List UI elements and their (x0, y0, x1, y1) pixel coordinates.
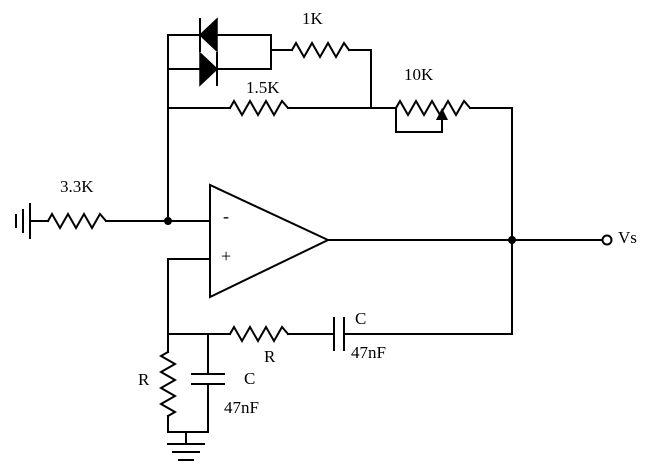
label-r-top: 1K (302, 9, 324, 28)
label-series-r: R (264, 347, 276, 366)
resistor-3-3k (46, 211, 108, 231)
label-output: Vs (618, 228, 637, 247)
left-ground-symbol (15, 203, 49, 239)
resistor-series-r (228, 324, 290, 344)
label-shunt-c: C (244, 369, 255, 388)
label-pot: 10K (404, 65, 434, 84)
output-terminal (601, 234, 613, 246)
label-shunt-r: R (138, 370, 150, 389)
label-series-c-value: 47nF (351, 343, 386, 362)
label-shunt-c-value: 47nF (224, 398, 259, 417)
resistor-1-5k (228, 98, 290, 118)
label-series-c: C (355, 309, 366, 328)
junction-inverting-node (164, 217, 172, 225)
capacitor-series-c (333, 317, 345, 351)
potentiometer-10k (394, 98, 472, 133)
capacitor-shunt-c (191, 373, 225, 385)
label-opamp-minus: - (223, 206, 229, 226)
resistor-1k (290, 40, 351, 60)
resistor-shunt-r (158, 350, 178, 418)
op-amp (209, 183, 331, 299)
diode-pair (167, 17, 272, 87)
label-opamp-plus: + (221, 246, 231, 266)
bottom-ground-symbol (167, 431, 205, 461)
label-r-in: 3.3K (60, 177, 94, 196)
junction-output-node (508, 236, 516, 244)
label-r-mid: 1.5K (246, 78, 280, 97)
